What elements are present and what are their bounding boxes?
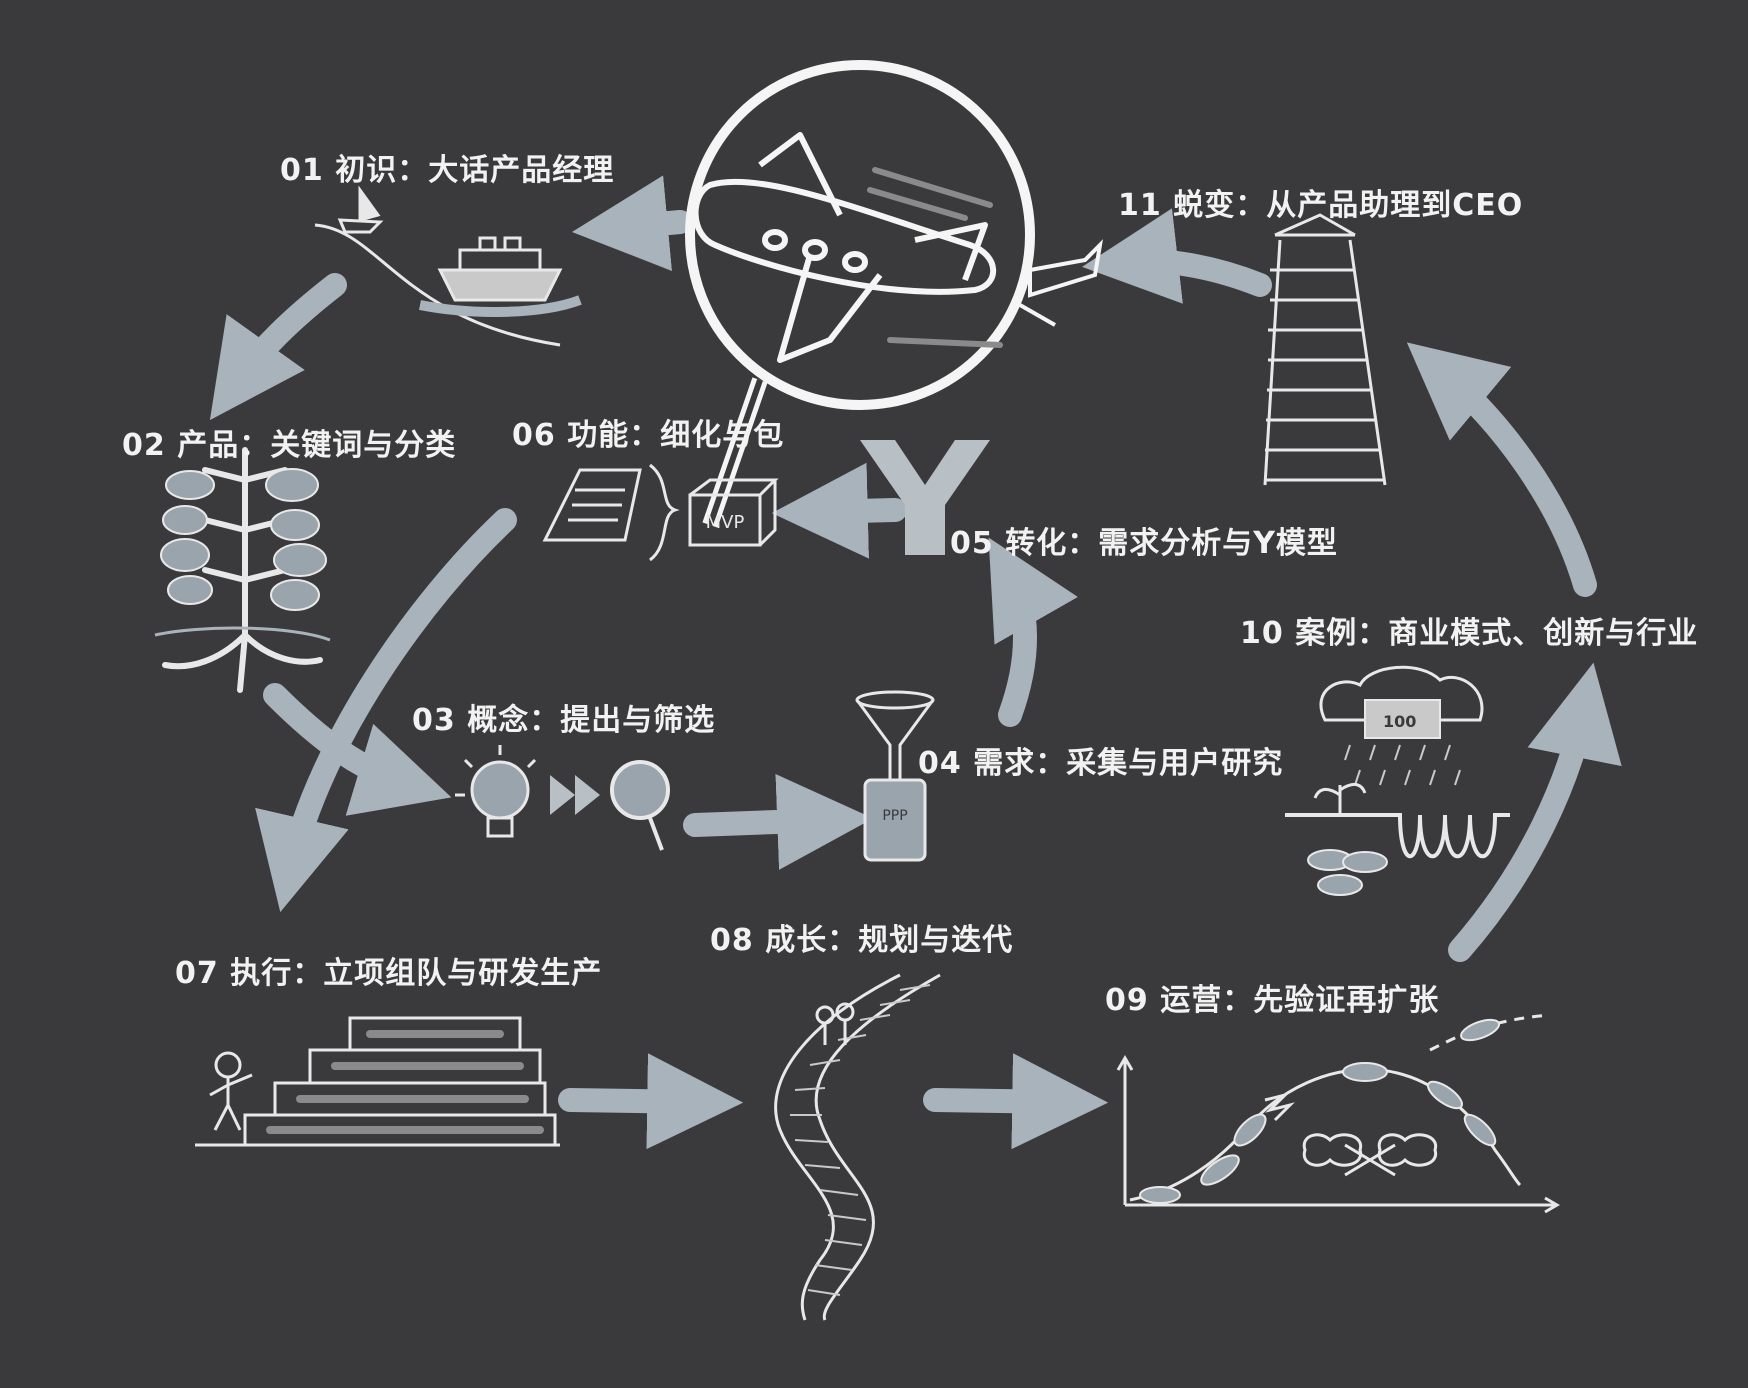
tower-icon xyxy=(1263,213,1387,486)
funnel-jar-icon: PPP xyxy=(855,690,935,862)
step-02-label: 02 产品：关键词与分类 xyxy=(122,428,457,463)
scroll-icon xyxy=(542,463,680,562)
step-11-label: 11 蜕变：从产品助理到CEO xyxy=(1118,188,1524,223)
mvp-text: MVP xyxy=(706,512,745,533)
arrow-03-to-04 xyxy=(683,773,874,870)
person-icon xyxy=(209,1051,253,1131)
arrow-05-to-06 xyxy=(771,462,907,559)
step-04-label: 04 需求：采集与用户研究 xyxy=(918,746,1284,781)
step-10-label: 10 案例：商业模式、创新与行业 xyxy=(1240,616,1699,651)
step-03-label: 03 概念：提出与筛选 xyxy=(412,703,716,738)
arrow-11-to-plane xyxy=(1082,208,1272,304)
step-07-label: 07 执行：立项组队与研发生产 xyxy=(175,956,603,991)
step-01-label: 01 初识：大话产品经理 xyxy=(280,153,615,188)
y-model-icon xyxy=(860,440,990,555)
arrow-01-to-02 xyxy=(209,273,347,421)
filter-triangles-icon xyxy=(550,775,600,815)
arrow-10-to-11 xyxy=(1406,342,1597,597)
magnifier-icon xyxy=(610,760,670,851)
lightbulb-icon xyxy=(455,745,537,838)
step-05-label: 05 转化：需求分析与Y模型 xyxy=(950,526,1338,561)
money-cloud-icon: 100 xyxy=(1285,665,1510,896)
arrow-09-to-10 xyxy=(1448,662,1622,962)
mvp-box-icon: MVP xyxy=(688,478,779,547)
steps-icon xyxy=(195,1016,560,1147)
arrow-04-to-05 xyxy=(988,537,1078,727)
spiral-staircase-icon xyxy=(774,973,941,1321)
arrow-plane-to-01 xyxy=(571,175,692,271)
arrow-08-to-09 xyxy=(923,1053,1109,1150)
arrow-07-to-08 xyxy=(558,1053,744,1150)
flow-arrows xyxy=(209,175,1622,1150)
growth-chart-icon xyxy=(1116,1013,1560,1214)
step-09-label: 09 运营：先验证再扩张 xyxy=(1105,983,1440,1018)
funnel-text: PPP xyxy=(882,808,907,824)
money-text: 100 xyxy=(1383,712,1416,731)
magnifier-airplane-icon xyxy=(685,60,1103,528)
tree-icon xyxy=(154,447,331,693)
arrow-06-to-07 xyxy=(255,508,517,913)
ship-icon xyxy=(314,185,582,347)
step-08-label: 08 成长：规划与迭代 xyxy=(710,923,1014,958)
step-06-label: 06 功能：细化与包 xyxy=(512,418,785,453)
